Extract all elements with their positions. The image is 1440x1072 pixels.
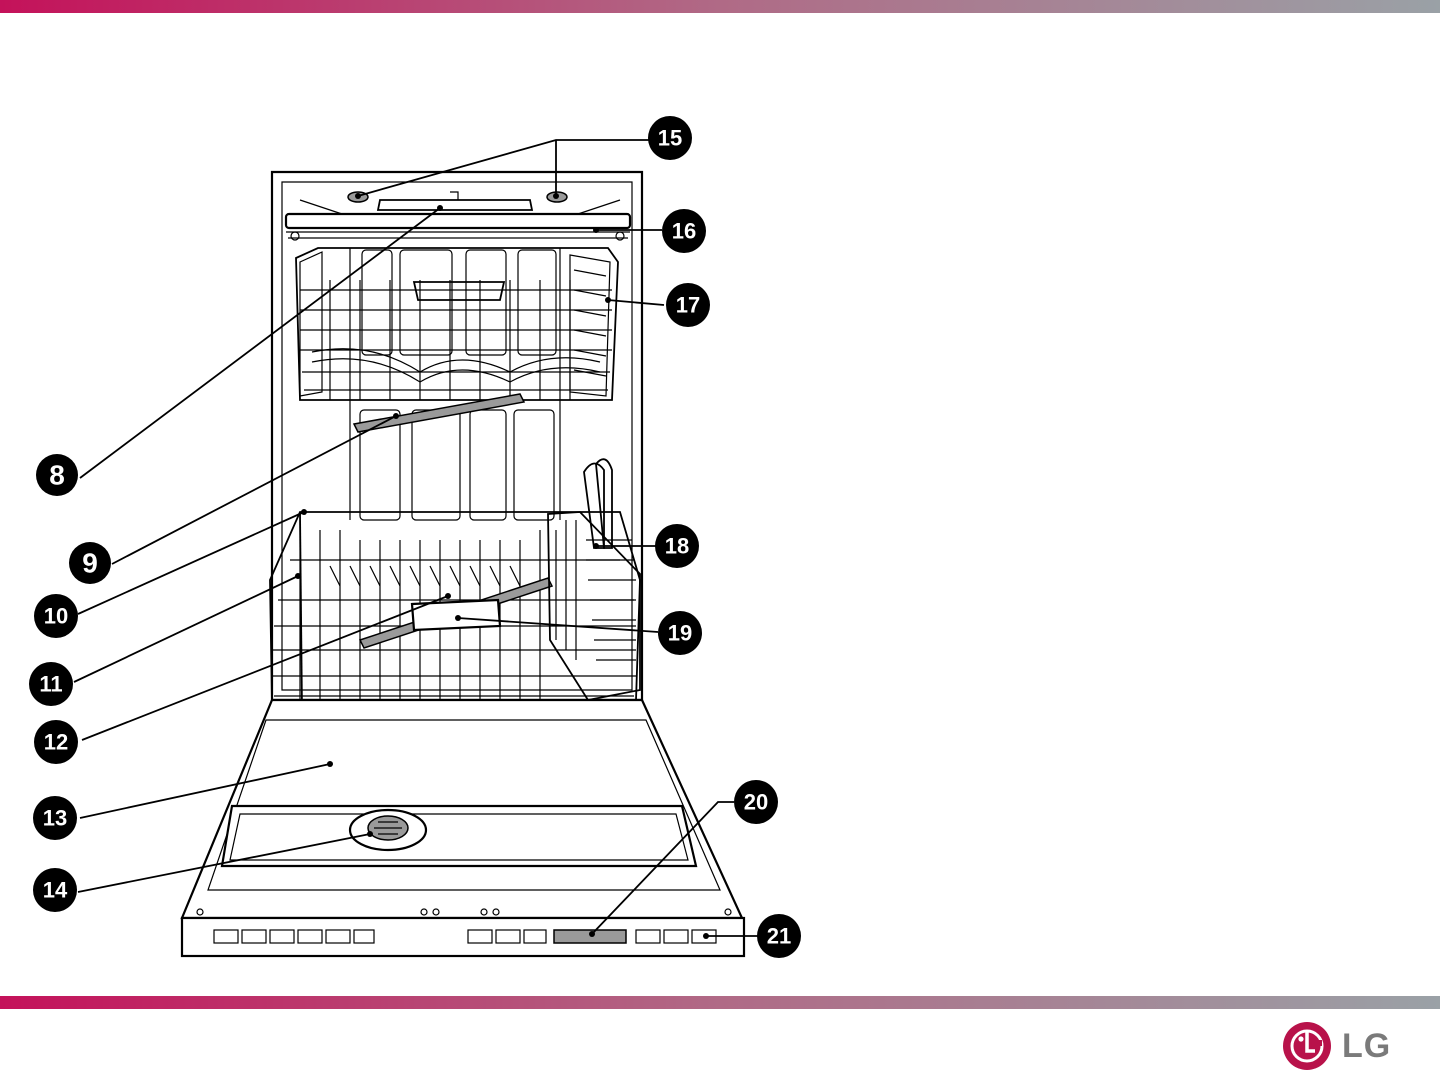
callout-8: 8: [36, 454, 78, 496]
svg-text:12: 12: [44, 730, 68, 755]
door-panel: [182, 700, 742, 918]
svg-text:9: 9: [82, 548, 98, 579]
svg-text:19: 19: [668, 621, 692, 646]
callout-19: 19: [658, 611, 702, 655]
bottom-gradient-band: [0, 996, 1440, 1009]
callout-18: 18: [655, 524, 699, 568]
callout-14: 14: [33, 868, 77, 912]
callout-12: 12: [34, 720, 78, 764]
svg-text:21: 21: [767, 924, 791, 949]
svg-text:15: 15: [658, 126, 682, 151]
svg-text:18: 18: [665, 534, 689, 559]
svg-text:14: 14: [43, 878, 68, 903]
svg-text:16: 16: [672, 219, 696, 244]
callout-16: 16: [662, 209, 706, 253]
callout-10: 10: [34, 594, 78, 638]
callout-20: 20: [734, 780, 778, 824]
svg-text:8: 8: [49, 460, 65, 491]
callout-15: 15: [648, 116, 692, 160]
filter: [350, 810, 426, 850]
callout-17: 17: [666, 283, 710, 327]
svg-text:17: 17: [676, 293, 700, 318]
svg-text:11: 11: [39, 672, 62, 697]
svg-text:20: 20: [744, 790, 768, 815]
callout-13: 13: [33, 796, 77, 840]
callout-11: 11: [29, 662, 73, 706]
lg-logo-text: LG: [1342, 1027, 1391, 1066]
lg-face-logo-icon: [1282, 1021, 1332, 1071]
callout-9: 9: [69, 542, 111, 584]
lg-logo: LG: [1282, 1020, 1402, 1072]
svg-text:13: 13: [43, 806, 67, 831]
svg-text:10: 10: [44, 604, 68, 629]
callout-21: 21: [757, 914, 801, 958]
